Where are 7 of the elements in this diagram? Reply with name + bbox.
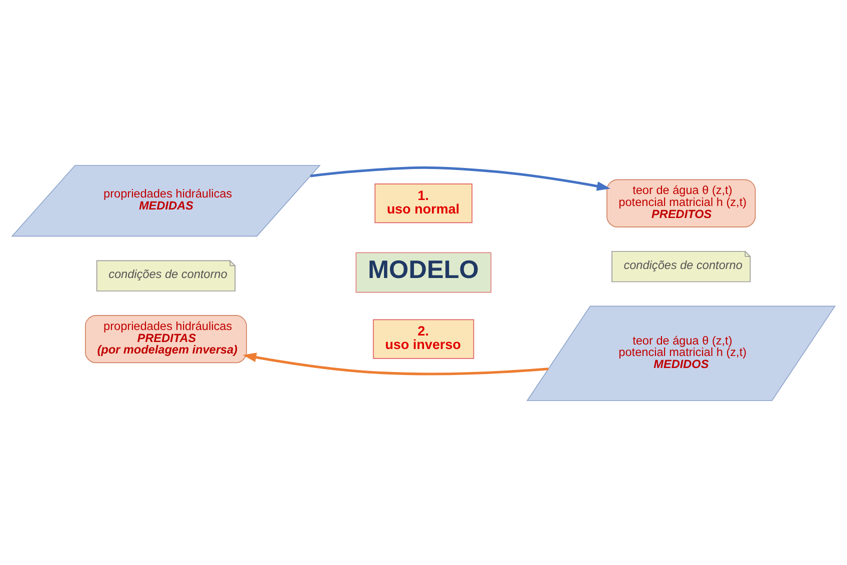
node-box: teor de água θ (z,t) potencial matricial h (z,t) PREDITOS <box>606 178 756 227</box>
node-box: propriedades hidráulicas PREDITAS (por modelagem inversa) <box>84 314 247 363</box>
node-box: 2. uso inverso <box>372 318 474 358</box>
node-box: MODELO <box>356 252 492 292</box>
arrow <box>242 352 548 375</box>
arrow <box>310 166 610 190</box>
node-box: 1. uso normal <box>374 183 472 223</box>
